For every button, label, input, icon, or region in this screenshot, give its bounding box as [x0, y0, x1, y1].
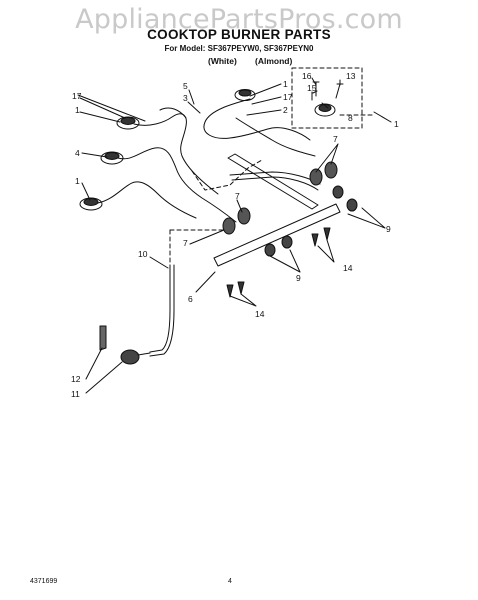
callout-5: 5: [183, 81, 188, 91]
igniter-wire-left-3: [97, 181, 197, 219]
spark-switch-2: [346, 198, 358, 212]
model-line: For Model: SF367PEYW0, SF367PEYN0: [164, 44, 314, 53]
callout-7-left: 7: [183, 238, 188, 248]
burner-tube: [149, 264, 171, 353]
callout-8: 8: [348, 113, 353, 123]
callout-4: 4: [75, 148, 80, 158]
igniter-wire-right: [203, 98, 311, 141]
callout-6: 6: [188, 294, 193, 304]
document-number: 4371699: [30, 578, 58, 585]
callout-3: 3: [183, 93, 188, 103]
callout-11: 11: [71, 389, 80, 399]
callout-numbers: 17 1 4 1 5 3 1 17 2 16 13 15 8 1 7 7 7 9…: [71, 71, 399, 399]
burner-head-lower-left: [79, 197, 103, 211]
burner-head-mid-left: [100, 151, 124, 165]
callout-2: 2: [283, 105, 288, 115]
igniter-wire-left: [133, 113, 219, 195]
bracket-12: [99, 325, 107, 351]
callout-13: 13: [346, 71, 356, 81]
spark-switch-3: [264, 243, 276, 257]
callout-12: 12: [71, 374, 81, 384]
callout-10: 10: [138, 249, 148, 259]
callout-15: 15: [307, 83, 317, 93]
manifold-tube: [229, 171, 321, 191]
page-number: 4: [228, 578, 232, 585]
screw-1: [311, 233, 319, 247]
igniter-wire-top: [77, 94, 187, 122]
watermark: AppliancePartsPros.com: [0, 4, 478, 35]
igniter-wire-right-2: [235, 117, 316, 157]
callout-16: 16: [302, 71, 312, 81]
callout-1-top-left: 1: [75, 105, 80, 115]
spark-switch-1: [332, 185, 344, 199]
variant-white: (White): [208, 56, 237, 66]
spark-switch-4: [281, 235, 293, 249]
screw-2: [323, 227, 331, 241]
callout-1-mid-left: 1: [75, 176, 80, 186]
callout-7-top: 7: [333, 134, 338, 144]
manifold-pipe: [227, 153, 319, 210]
callout-1-top-right: 1: [283, 79, 288, 89]
manifold-rail: [213, 203, 341, 267]
callout-17-left: 17: [72, 91, 82, 101]
screw-3: [226, 284, 234, 298]
burner-valve-11: [120, 349, 151, 365]
inset-screw-13: [335, 83, 344, 99]
burner-head-top-left: [116, 116, 140, 130]
callout-17-right: 17: [283, 92, 293, 102]
inset-box: [291, 67, 363, 129]
watermark-text: AppliancePartsPros.com: [75, 4, 403, 35]
callout-7-mid: 7: [235, 191, 240, 201]
leaders: [79, 77, 392, 394]
igniter-wire-left-2: [117, 147, 237, 223]
burner-head-inset: [314, 103, 336, 117]
valve-2: [324, 161, 338, 179]
guide-line-lower: [169, 229, 226, 281]
screw-4: [237, 281, 245, 295]
callout-9-lower: 9: [296, 273, 301, 283]
callout-9-right: 9: [386, 224, 391, 234]
burner-tube-inner: [149, 264, 175, 357]
variant-almond: (Almond): [255, 56, 293, 66]
valve-3: [237, 207, 251, 225]
callout-14-right: 14: [343, 263, 353, 273]
callout-1-right: 1: [394, 119, 399, 129]
callout-14-lower: 14: [255, 309, 265, 319]
valve-4: [222, 217, 236, 235]
page-title: COOKTOP BURNER PARTS: [147, 27, 331, 42]
valve-1: [309, 168, 323, 186]
